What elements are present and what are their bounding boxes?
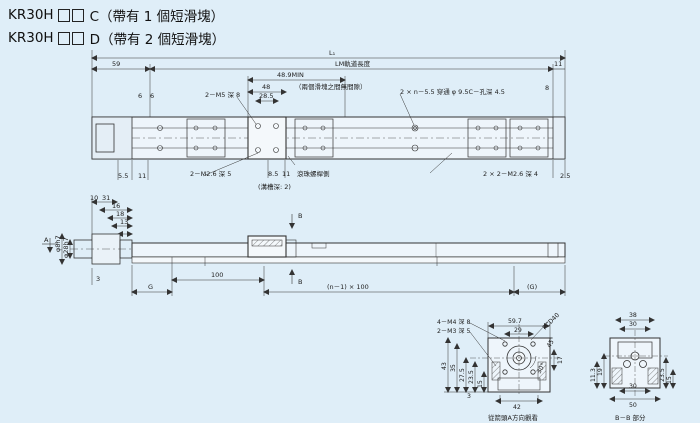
dim-23-5: 23.5 [659,368,666,382]
dim-3: 3 [467,393,471,400]
dim-11-mid: 11 [282,170,290,178]
section-view [594,317,676,402]
phi-8h7: φ8h7 [54,235,62,252]
dim-16: 16 [112,202,120,210]
dim-30-bottom: 30 [629,383,637,390]
caption-arrow-A: 從箭頭A方向觀看 [488,413,538,422]
model-code-boxes [57,31,86,45]
side-view-labels: 10 31 16 18 13 3 φ8h7 φ28h7 A B B G 100 … [44,194,537,291]
dim-43: 43 [441,362,448,370]
dim-11-right: 11 [554,60,562,68]
m4-note: 4－M4 深 8 [437,318,471,326]
ballscrew-side: 滾珠螺桿側 [297,169,330,178]
dim-13: 13 [120,218,128,226]
dim-L1: L₁ [329,49,336,57]
title-line-2: KR30H D（帶有 2 個短滑塊） [8,28,225,48]
end-view [444,321,560,404]
dim-n-minus-1: (n－1) × 100 [327,283,369,291]
dim-27-5: 27.5 [459,368,466,382]
dim-100: 100 [211,271,223,279]
dim-28-5: 28.5 [259,92,273,100]
dim-min-note: （兩個滑塊之間無間隙） [295,82,367,91]
dim-31: 31 [102,194,110,202]
dim-2-5: 2.5 [560,172,570,180]
dim-G-right: (G) [527,283,537,291]
dim-48: 48 [262,83,270,91]
dim-59: 59 [112,60,120,68]
top-view-labels: L₁ 59 11 LM軌道長度 48.9MIN （兩個滑塊之間無間隙） 48 2… [112,49,570,191]
hole-note: 2 × n－5.5 穿通 φ 9.5C－孔深 4.5 [400,87,505,96]
dim-30-top: 30 [629,321,637,328]
side-view [42,198,566,296]
dim-8-5: 8.5 [268,170,278,178]
label-B-top: B [298,212,302,220]
m3-note: 2－M3 深 5 [437,327,471,335]
dim-pcd40: PCD40 [541,312,561,332]
section-view-labels: 38 30 30 50 19 11.3 23.5 15 B－B 部分 [590,312,673,422]
label-B-bottom: B [298,278,302,286]
dim-38: 38 [629,312,637,319]
dim-29: 29 [514,327,522,334]
dim-35: 35 [450,364,457,372]
dim-11-3: 11.3 [590,368,597,382]
dim-8: 8 [545,84,549,92]
title-line-1: KR30H C（帶有 1 個短滑塊） [8,5,224,25]
dim-10: 10 [90,194,98,202]
dim-17: 17 [557,356,564,364]
dim-15: 15 [477,380,484,388]
dim-lm-rail: LM軌道長度 [335,59,371,68]
dim-5-5: 5.5 [118,172,128,180]
model-name: KR30H [8,7,54,23]
title-suffix: D（帶有 2 個短滑塊） [89,32,226,48]
label-A: A [44,236,49,244]
dim-50: 50 [629,402,637,409]
dim-19: 19 [597,368,604,376]
m5-note: 2－M5 深 8 [205,90,240,99]
model-name: KR30H [8,30,54,46]
dim-48-9-min: 48.9MIN [277,71,304,79]
phi-28h7: φ28h7 [62,237,70,258]
groove-depth: (溝槽深: 2) [258,182,291,191]
m26-right: 2 × 2－M2.6 深 4 [483,169,538,178]
m26-left: 2－M2.6 深 5 [190,169,231,178]
caption-section-bb: B－B 部分 [615,413,646,422]
dim-15: 15 [666,376,673,384]
top-view [91,50,566,180]
dim-42: 42 [513,404,521,411]
dim-18: 18 [116,210,124,218]
title-suffix: C（帶有 1 個短滑塊） [89,9,225,25]
dim-23-5: 23.5 [468,370,475,384]
dim-3: 3 [96,275,100,283]
dim-6-b: 6 [150,92,154,100]
dim-11-left: 11 [138,172,146,180]
model-code-boxes [57,8,86,22]
dim-G-left: G [148,283,153,291]
dim-59-7: 59.7 [508,318,522,325]
dim-6-a: 6 [138,92,142,100]
